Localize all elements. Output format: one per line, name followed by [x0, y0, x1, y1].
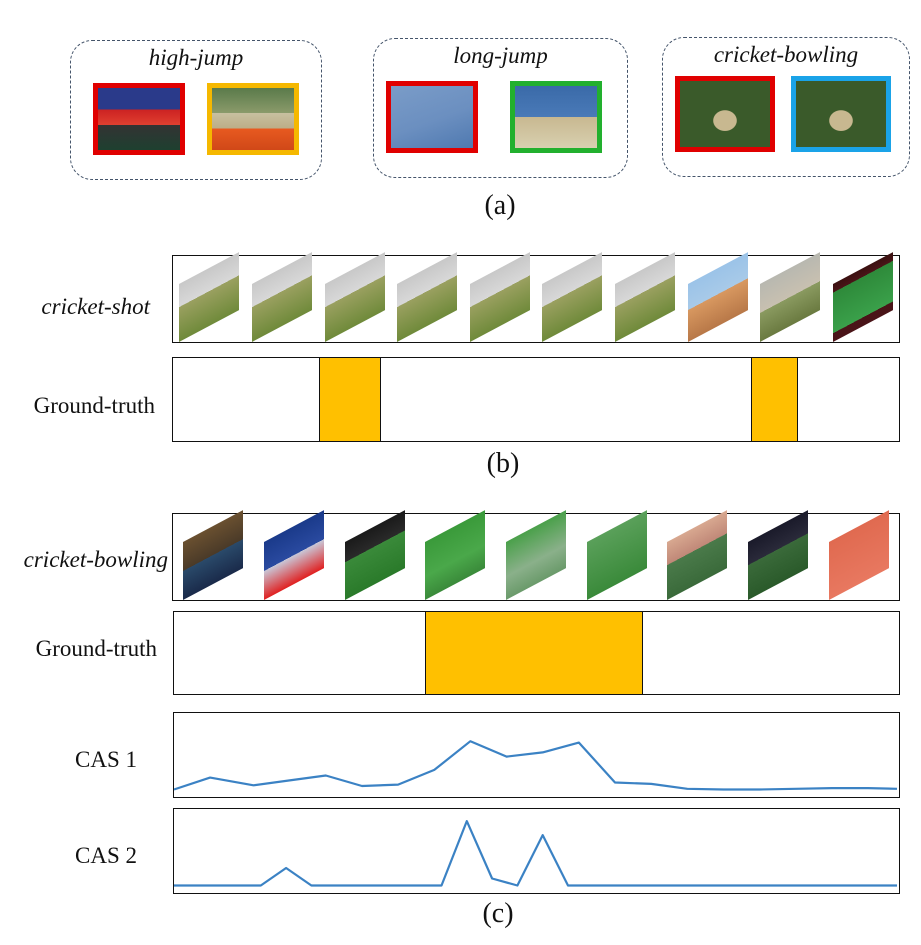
ground-truth-segment [750, 358, 798, 441]
video-frame-thumbnail [386, 81, 478, 153]
group-title: high-jump [148, 45, 244, 70]
video-frame-thumbnail [93, 83, 185, 155]
video-frame-thumbnail [675, 76, 775, 152]
video-frame-thumbnail [586, 510, 647, 600]
group-title: cricket-bowling [713, 42, 859, 67]
video-frame-thumbnail [425, 510, 486, 600]
video-frame-thumbnail [183, 510, 244, 600]
panel-label-c: (c) [482, 898, 514, 929]
video-frame-thumbnail [614, 252, 675, 342]
cas-line [174, 820, 897, 887]
cas-chart [174, 820, 897, 887]
cas-label: CAS 2 [75, 843, 137, 868]
cas-line [174, 740, 898, 791]
ground-truth-segment [318, 358, 381, 441]
group-cricket-bowling: cricket-bowling [662, 37, 910, 177]
panel-label-a: (a) [484, 190, 516, 221]
ground-truth-track [173, 611, 900, 695]
ground-truth-label: Ground-truth [33, 393, 155, 418]
video-frame-thumbnail [542, 252, 603, 342]
video-frame-thumbnail [397, 252, 458, 342]
video-frame-thumbnail [510, 81, 602, 153]
frame-strip [172, 252, 900, 343]
group-high-jump: high-jump [70, 40, 322, 180]
frame-strip [172, 510, 900, 601]
video-frame-thumbnail [506, 510, 566, 600]
video-frame-thumbnail [791, 76, 891, 152]
cas-label: CAS 1 [75, 747, 137, 772]
video-label: cricket-bowling [23, 547, 168, 572]
video-frame-thumbnail [324, 252, 385, 342]
cas-chart [174, 740, 898, 791]
ground-truth-segment [425, 612, 643, 694]
video-frame-thumbnail [832, 252, 893, 342]
group-title: long-jump [453, 43, 548, 68]
video-frame-thumbnail [207, 83, 299, 155]
video-frame-thumbnail [469, 252, 530, 342]
ground-truth-track [172, 357, 900, 442]
video-frame-thumbnail [687, 252, 748, 342]
cas-plot [173, 712, 900, 798]
group-long-jump: long-jump [373, 38, 628, 178]
video-label: cricket-shot [41, 294, 150, 319]
video-frame-thumbnail [760, 252, 821, 342]
video-frame-thumbnail [748, 510, 808, 600]
video-frame-thumbnail [667, 510, 728, 600]
video-frame-thumbnail [264, 510, 324, 600]
video-frame-thumbnail [179, 252, 240, 342]
video-frame-thumbnail [344, 510, 405, 600]
video-frame-thumbnail [828, 510, 889, 600]
panel-label-b: (b) [486, 448, 520, 479]
cas-plot [173, 808, 900, 894]
video-frame-thumbnail [251, 252, 312, 342]
ground-truth-label: Ground-truth [35, 636, 157, 661]
